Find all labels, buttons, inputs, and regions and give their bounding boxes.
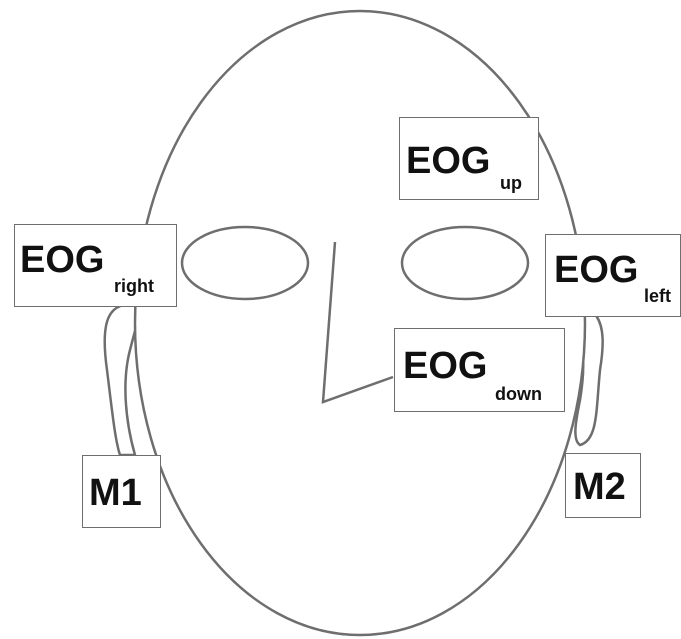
nose: [321, 241, 394, 404]
left-eye: [400, 225, 530, 301]
right-ear: [103, 303, 142, 457]
eog-down-label: EOG down: [394, 328, 565, 412]
m1-label: M1: [82, 455, 161, 528]
eog-right-label: EOG right: [14, 224, 177, 307]
eog-left-label: EOG left: [545, 234, 681, 317]
right-eye: [180, 225, 310, 301]
eog-right-sub: right: [114, 276, 154, 296]
m2-label: M2: [565, 453, 641, 518]
eog-left-sub: left: [644, 286, 671, 306]
eog-left-main: EOG: [554, 249, 639, 291]
face-outline: [133, 9, 587, 637]
eog-right-main: EOG: [20, 239, 105, 281]
m1-text: M1: [89, 472, 142, 514]
eog-down-main: EOG: [403, 345, 488, 387]
eog-up-label: EOG up: [399, 117, 539, 200]
m2-text: M2: [573, 466, 626, 508]
eog-up-sub: up: [500, 173, 522, 193]
eog-up-main: EOG: [406, 140, 491, 182]
eog-down-sub: down: [495, 384, 542, 404]
